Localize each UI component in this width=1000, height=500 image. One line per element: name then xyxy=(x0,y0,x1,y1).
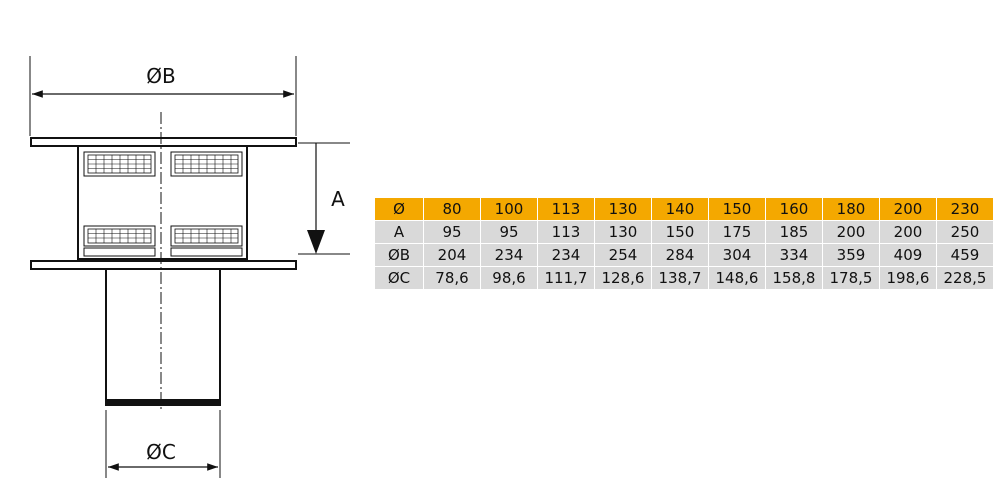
table-cell: 111,7 xyxy=(537,266,595,290)
dimension-b: ØB xyxy=(29,56,297,136)
table-cell: 359 xyxy=(822,243,880,267)
table-cell: 113 xyxy=(537,197,595,221)
table-cell: 180 xyxy=(822,197,880,221)
table-cell: 409 xyxy=(879,243,937,267)
table-cell: 185 xyxy=(765,220,823,244)
table-cell: 95 xyxy=(480,220,538,244)
table-cell: 334 xyxy=(765,243,823,267)
table-cell: 95 xyxy=(423,220,481,244)
row-label: ØB xyxy=(374,243,424,267)
dimension-table: Ø 80 100 113 130 140 150 160 180 200 230… xyxy=(374,197,994,290)
table-header-row: Ø 80 100 113 130 140 150 160 180 200 230 xyxy=(374,197,994,221)
table-cell: 250 xyxy=(936,220,994,244)
table-cell: 234 xyxy=(480,243,538,267)
table-row: ØB 204 234 234 254 284 304 334 359 409 4… xyxy=(374,243,994,267)
table-cell: 200 xyxy=(879,220,937,244)
table-cell: 178,5 xyxy=(822,266,880,290)
dimension-a: A xyxy=(298,142,350,255)
table-cell: 175 xyxy=(708,220,766,244)
table-cell: 80 xyxy=(423,197,481,221)
table-cell: 204 xyxy=(423,243,481,267)
table-cell: 284 xyxy=(651,243,709,267)
dimension-c: ØC xyxy=(105,410,221,478)
top-plate xyxy=(30,137,297,147)
spigot-pipe xyxy=(105,268,221,406)
vent-grille-lower xyxy=(83,225,243,257)
dimension-a-arrowhead xyxy=(307,230,325,254)
dimension-a-label: A xyxy=(331,187,345,211)
table-cell: 304 xyxy=(708,243,766,267)
table-cell: 130 xyxy=(594,220,652,244)
table-cell: 459 xyxy=(936,243,994,267)
table-cell: 160 xyxy=(765,197,823,221)
table-cell: 158,8 xyxy=(765,266,823,290)
row-label: Ø xyxy=(374,197,424,221)
row-label: ØC xyxy=(374,266,424,290)
bottom-plate xyxy=(30,260,297,270)
table-cell: 98,6 xyxy=(480,266,538,290)
table-cell: 198,6 xyxy=(879,266,937,290)
table-cell: 148,6 xyxy=(708,266,766,290)
table-cell: 130 xyxy=(594,197,652,221)
table-cell: 234 xyxy=(537,243,595,267)
table-cell: 150 xyxy=(708,197,766,221)
dimension-b-label: ØB xyxy=(146,64,175,88)
table-cell: 200 xyxy=(879,197,937,221)
dimension-c-label: ØC xyxy=(146,440,176,464)
row-label: A xyxy=(374,220,424,244)
table-cell: 128,6 xyxy=(594,266,652,290)
table-cell: 150 xyxy=(651,220,709,244)
table-cell: 78,6 xyxy=(423,266,481,290)
table-row: A 95 95 113 130 150 175 185 200 200 250 xyxy=(374,220,994,244)
table-cell: 254 xyxy=(594,243,652,267)
table-cell: 138,7 xyxy=(651,266,709,290)
table-cell: 100 xyxy=(480,197,538,221)
table-cell: 228,5 xyxy=(936,266,994,290)
table-cell: 113 xyxy=(537,220,595,244)
table-cell: 200 xyxy=(822,220,880,244)
table-cell: 140 xyxy=(651,197,709,221)
vent-grille-upper xyxy=(83,151,243,177)
table-row: ØC 78,6 98,6 111,7 128,6 138,7 148,6 158… xyxy=(374,266,994,290)
table-cell: 230 xyxy=(936,197,994,221)
technical-drawing: ØB A xyxy=(29,56,350,478)
